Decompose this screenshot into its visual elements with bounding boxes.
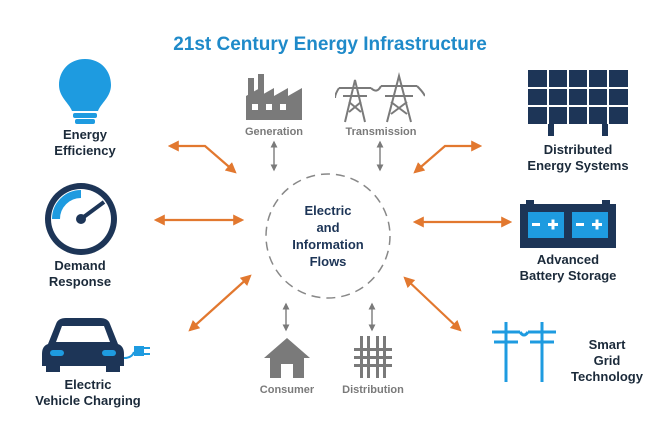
energy-efficiency-line1: Energy — [62, 127, 108, 142]
arrow-energy-efficiency — [167, 140, 237, 174]
center-line2: and — [316, 220, 340, 235]
battery-line2: Battery Storage — [519, 268, 617, 283]
battery-line1: Advanced — [536, 252, 600, 267]
ev-charging-line2: Vehicle Charging — [35, 393, 141, 408]
arrow-smart-grid — [403, 276, 462, 332]
transmission-tower-icon — [335, 72, 425, 123]
center-line1: Electric — [304, 203, 352, 218]
energy-efficiency-line2: Efficiency — [54, 143, 116, 158]
smart-grid-line3: Technology — [571, 369, 643, 384]
ev-charging-line1: Electric — [64, 377, 112, 392]
label-generation: Generation — [244, 126, 304, 138]
electric-car-icon — [42, 318, 150, 372]
demand-response-line1: Demand — [54, 258, 106, 273]
distribution-icon — [354, 336, 392, 378]
label-demand-response: Demand Response — [20, 258, 140, 290]
label-smart-grid: Smart Grid Technology — [555, 337, 659, 385]
distributed-line1: Distributed — [543, 142, 613, 157]
house-icon — [264, 338, 310, 378]
demand-response-line2: Response — [48, 274, 112, 289]
gauge-icon — [45, 183, 117, 255]
distributed-line2: Energy Systems — [527, 158, 629, 173]
label-ev-charging: Electric Vehicle Charging — [18, 377, 158, 409]
label-consumer: Consumer — [259, 384, 315, 396]
center-line4: Flows — [309, 254, 347, 269]
arrow-ev-charging — [188, 274, 252, 332]
factory-icon — [246, 74, 302, 120]
label-distributed: Distributed Energy Systems — [508, 142, 648, 174]
smart-grid-line2: Grid — [593, 353, 621, 368]
smart-grid-line1: Smart — [588, 337, 626, 352]
arrow-distributed — [413, 140, 483, 174]
center-circle — [265, 173, 391, 299]
label-distribution: Distribution — [342, 384, 404, 396]
light-bulb-icon — [59, 59, 111, 124]
label-energy-efficiency: Energy Efficiency — [25, 127, 145, 159]
solar-panel-icon — [528, 70, 628, 136]
diagram-title: 21st Century Energy Infrastructure — [173, 34, 487, 55]
utility-pole-icon — [492, 322, 556, 382]
battery-icon — [520, 200, 616, 248]
label-transmission: Transmission — [345, 126, 417, 138]
label-battery: Advanced Battery Storage — [498, 252, 638, 284]
center-line3: Information — [292, 237, 364, 252]
center-label: Electric and Information Flows — [262, 202, 394, 270]
